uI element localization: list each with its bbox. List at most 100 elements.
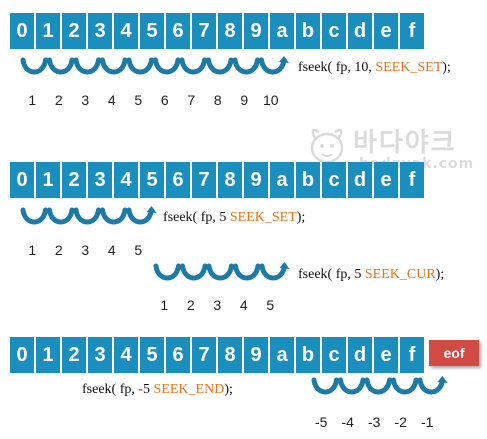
byte-cell-6: 6 xyxy=(166,13,190,49)
call-text: fseek( fp, 5 xyxy=(163,210,230,225)
seek-step-arc xyxy=(206,57,234,75)
byte-cell-3: 3 xyxy=(88,337,112,373)
fseek-end5-call: fseek( fp, -5 SEEK_END); xyxy=(82,382,233,398)
origin-keyword: SEEK_SET xyxy=(375,60,443,75)
byte-cell-1: 1 xyxy=(36,13,60,49)
step-number: 3 xyxy=(81,92,90,108)
seek-arcs-cur5 xyxy=(153,262,294,283)
call-end: ); xyxy=(442,60,451,75)
step-numbers-cur5: 1 2 3 4 5 xyxy=(151,297,284,313)
byte-cell-e: e xyxy=(374,162,398,198)
byte-cell-a: a xyxy=(270,162,294,198)
step-number: -2 xyxy=(394,414,407,430)
step-numbers-end5: -5 -4 -3 -2 -1 xyxy=(308,414,441,430)
step-numbers-set5: 1 2 3 4 5 xyxy=(19,242,152,258)
byte-cell-0: 0 xyxy=(10,13,34,49)
step-number: -5 xyxy=(315,414,328,430)
step-number: 5 xyxy=(134,92,143,108)
seek-step-arc xyxy=(47,57,75,75)
byte-cell-7: 7 xyxy=(192,13,216,49)
seek-step-arc xyxy=(259,57,287,75)
seek-step-arc xyxy=(232,57,260,75)
arrowhead-icon xyxy=(146,206,157,213)
byte-cell-3: 3 xyxy=(88,162,112,198)
byte-cell-a: a xyxy=(270,13,294,49)
step-number: 4 xyxy=(107,242,116,258)
byte-cell-b: b xyxy=(296,162,320,198)
byte-cell-9: 9 xyxy=(244,13,268,49)
byte-cell-c: c xyxy=(322,337,346,373)
origin-keyword: SEEK_CUR xyxy=(364,267,436,282)
seek-step-arc xyxy=(233,263,261,281)
step-number: 8 xyxy=(213,92,222,108)
byte-cell-0: 0 xyxy=(10,337,34,373)
seek-step-arc xyxy=(417,377,445,395)
byte-tape-3: 0 1 2 3 4 5 6 7 8 9 a b c d e f xyxy=(10,337,424,373)
step-number: 1 xyxy=(28,92,37,108)
step-number: 9 xyxy=(240,92,249,108)
step-number: 5 xyxy=(266,297,275,313)
step-number: 7 xyxy=(187,92,196,108)
seek-step-arc xyxy=(73,57,101,75)
byte-cell-2: 2 xyxy=(62,13,86,49)
step-number: -1 xyxy=(421,414,434,430)
byte-cell-f: f xyxy=(400,337,424,373)
byte-cell-c: c xyxy=(322,13,346,49)
seek-arcs-drawing xyxy=(20,56,289,75)
fseek-set10-call: fseek( fp, 10, SEEK_SET); xyxy=(298,60,451,76)
byte-tape-2: 0 1 2 3 4 5 6 7 8 9 a b c d e f xyxy=(10,162,424,198)
call-end: ); xyxy=(435,267,445,282)
seek-arcs-end5 xyxy=(311,376,452,397)
byte-cell-b: b xyxy=(296,13,320,49)
byte-cell-4: 4 xyxy=(114,13,138,49)
seek-step-arc xyxy=(100,57,128,75)
byte-cell-e: e xyxy=(374,337,398,373)
seek-arcs-drawing xyxy=(311,376,448,395)
byte-cell-7: 7 xyxy=(192,337,216,373)
seek-arcs-drawing xyxy=(20,206,157,225)
byte-cell-d: d xyxy=(348,162,372,198)
call-text: fseek( fp, xyxy=(82,382,139,397)
seek-step-arc xyxy=(126,57,154,75)
step-number: -4 xyxy=(341,414,354,430)
call-end: ); xyxy=(224,382,233,397)
arrowhead-icon xyxy=(437,376,448,383)
seek-step-arc xyxy=(47,207,75,225)
step-number: -3 xyxy=(368,414,381,430)
call-text-2: 5 xyxy=(143,382,154,397)
step-number: 1 xyxy=(160,297,169,313)
byte-tape-1: 0 1 2 3 4 5 6 7 8 9 a b c d e f xyxy=(10,13,424,49)
seek-step-arc xyxy=(180,263,208,281)
step-number: 2 xyxy=(54,92,63,108)
step-number: 4 xyxy=(107,92,116,108)
step-number: 3 xyxy=(213,297,222,313)
byte-cell-7: 7 xyxy=(192,162,216,198)
byte-cell-f: f xyxy=(400,13,424,49)
seek-step-arc xyxy=(153,57,181,75)
seek-step-arc xyxy=(100,207,128,225)
step-number: 1 xyxy=(28,242,37,258)
byte-cell-f: f xyxy=(400,162,424,198)
step-number: 3 xyxy=(81,242,90,258)
byte-cell-c: c xyxy=(322,162,346,198)
step-number: 2 xyxy=(54,242,63,258)
byte-cell-5: 5 xyxy=(140,337,164,373)
seek-step-arc xyxy=(126,207,154,225)
origin-keyword: SEEK_END xyxy=(153,382,225,397)
step-numbers-set10: 1 2 3 4 5 6 7 8 9 10 xyxy=(19,92,284,108)
byte-cell-1: 1 xyxy=(36,337,60,373)
byte-cell-b: b xyxy=(296,337,320,373)
byte-cell-0: 0 xyxy=(10,162,34,198)
eof-marker: eof xyxy=(429,340,479,366)
byte-cell-e: e xyxy=(374,13,398,49)
byte-cell-8: 8 xyxy=(218,337,242,373)
byte-cell-d: d xyxy=(348,337,372,373)
step-number: 2 xyxy=(186,297,195,313)
byte-cell-6: 6 xyxy=(166,162,190,198)
byte-cell-8: 8 xyxy=(218,13,242,49)
seek-arcs-set5 xyxy=(20,206,161,227)
call-text: fseek( fp, 10, xyxy=(298,60,376,75)
seek-step-arc xyxy=(73,207,101,225)
byte-cell-4: 4 xyxy=(114,337,138,373)
fseek-set5-call: fseek( fp, 5 SEEK_SET); xyxy=(163,210,305,226)
